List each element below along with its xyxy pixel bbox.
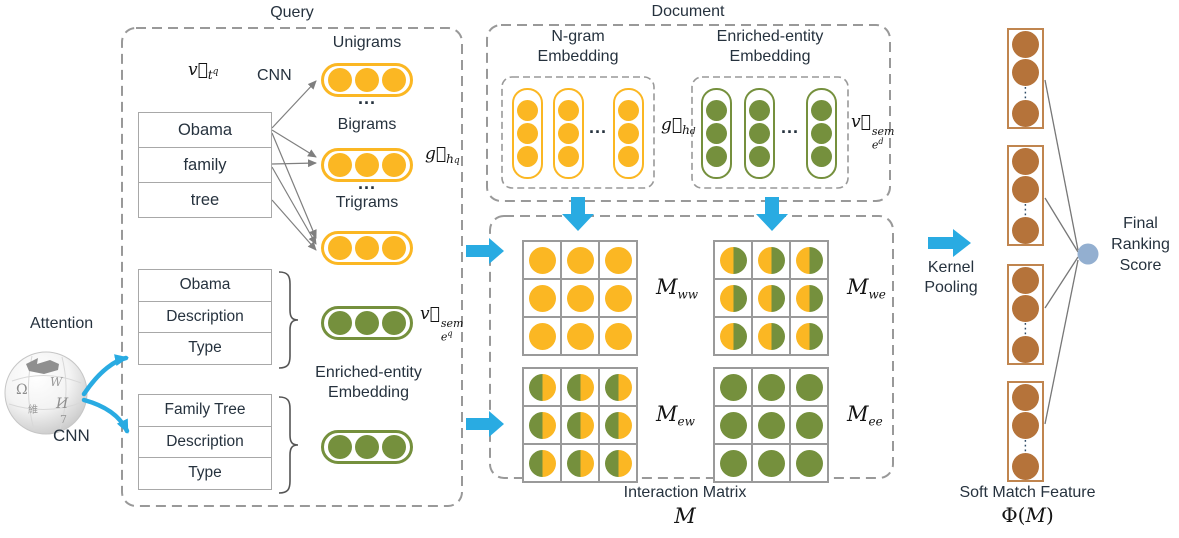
document-box	[486, 24, 891, 202]
arrow-query-to-matrix-top	[466, 238, 504, 264]
ellipsis: ...	[357, 173, 376, 193]
doc-entity-pill	[806, 88, 837, 179]
bigrams-label: Bigrams	[337, 116, 397, 133]
flow-arrows	[466, 197, 971, 437]
matrix-ew-label: Mew	[656, 402, 695, 429]
bigram-embedding-pill	[321, 148, 413, 182]
matrix-ew-grid	[522, 367, 638, 483]
wikipedia-globe-icon: Ω W И 7 維	[4, 351, 88, 435]
unigrams-label: Unigrams	[332, 34, 402, 51]
doc-entity-pill	[744, 88, 775, 179]
query-term-vector-label: v⃗tq	[188, 60, 219, 83]
cnn-fan-arrows	[271, 80, 317, 251]
soft-match-caption: Soft Match Feature	[959, 484, 1096, 501]
interaction-matrix-symbol: M	[674, 504, 696, 528]
svg-text:И: И	[55, 396, 69, 412]
query-entity-embedding-pill-1	[321, 306, 413, 340]
matrix-ww-grid	[522, 240, 638, 356]
table-row: tree	[190, 190, 220, 209]
doc-entity-embedding-label: Enriched-entity Embedding	[716, 28, 824, 65]
interaction-matrix-caption: Interaction Matrix	[623, 484, 747, 501]
table-row: Description	[139, 302, 271, 333]
matrix-ee-grid	[713, 367, 829, 483]
arrow-query-to-matrix-bottom	[466, 411, 504, 437]
ellipsis: ...	[589, 117, 608, 137]
arrow-entity-down	[756, 197, 788, 231]
doc-ngram-pill	[613, 88, 644, 179]
final-ranking-score-label: Final Ranking Score	[1111, 215, 1170, 274]
query-term-table: Obama family tree	[138, 112, 272, 218]
score-connections	[1044, 79, 1079, 425]
query-box	[121, 27, 463, 507]
ellipsis: ...	[357, 88, 376, 108]
svg-text:維: 維	[28, 403, 38, 416]
table-row: Obama	[139, 270, 271, 302]
trigram-embedding-pill	[321, 231, 413, 265]
soft-match-box: ⋮	[1007, 28, 1044, 129]
trigrams-label: Trigrams	[335, 194, 399, 211]
matrix-we-label: Mwe	[847, 275, 886, 302]
matrix-ee-label: Mee	[847, 402, 883, 429]
query-entity-embedding-pill-2	[321, 430, 413, 464]
soft-match-box: ⋮	[1007, 381, 1044, 482]
matrix-ww-label: Mww	[656, 275, 699, 302]
table-row: family	[139, 148, 271, 183]
query-entity-table-2: Family Tree Description Type	[138, 394, 272, 490]
table-row: Description	[139, 427, 271, 458]
doc-ngram-vector-label: g⃗hd	[661, 115, 696, 138]
arrow-kernel-pooling	[928, 229, 971, 257]
interaction-matrix-box	[489, 215, 894, 479]
matrix-we-grid	[713, 240, 829, 356]
dashed-boxes	[121, 24, 894, 507]
query-entity-table-1: Obama Description Type	[138, 269, 272, 365]
ngram-embedding-box	[501, 76, 655, 189]
document-title: Document	[651, 3, 725, 20]
doc-ngram-pill	[553, 88, 584, 179]
attention-cnn-label: CNN	[53, 426, 90, 445]
svg-text:7: 7	[60, 413, 67, 426]
final-score-node	[1077, 243, 1099, 265]
entity-embedding-box	[691, 76, 849, 189]
table-row: Type	[188, 464, 222, 482]
enriched-entity-embedding-label: Enriched-entity Embedding	[315, 364, 422, 401]
soft-match-box: ⋮	[1007, 145, 1044, 246]
kernel-pooling-label: Kernel Pooling	[924, 259, 978, 296]
doc-ngram-pill	[512, 88, 543, 179]
soft-match-box: ⋮	[1007, 264, 1044, 365]
table-row: Family Tree	[139, 395, 271, 427]
query-title: Query	[270, 4, 314, 21]
svg-text:Ω: Ω	[16, 382, 28, 398]
query-cnn-label: CNN	[257, 67, 292, 84]
ellipsis: ...	[781, 117, 800, 137]
soft-match-formula: Φ(M)	[1001, 503, 1054, 527]
unigram-embedding-pill	[321, 63, 413, 97]
doc-ngram-embedding-label: N-gram Embedding	[537, 28, 619, 65]
arrow-ngram-down	[562, 197, 594, 231]
query-ngram-vector-label: g⃗hq	[425, 144, 460, 167]
svg-text:W: W	[50, 375, 64, 389]
doc-entity-pill	[701, 88, 732, 179]
attention-label: Attention	[30, 315, 94, 332]
table-row: Type	[188, 339, 222, 357]
attention-arrows	[81, 354, 130, 434]
table-row: Obama	[139, 113, 271, 148]
entity-braces	[278, 271, 299, 494]
